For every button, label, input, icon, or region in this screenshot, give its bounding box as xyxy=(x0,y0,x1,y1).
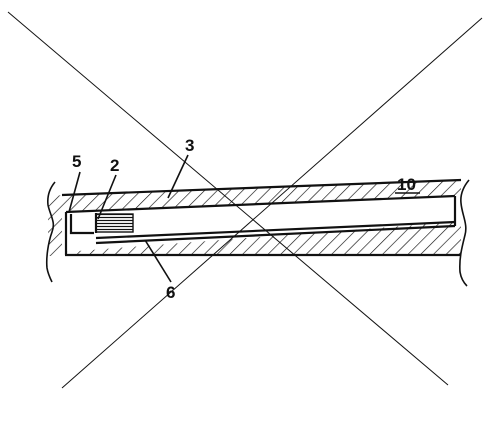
wedge-lower-edge xyxy=(95,224,456,245)
label-10: 10 xyxy=(397,175,416,194)
top-inner-edge xyxy=(65,194,456,214)
leader-6 xyxy=(144,239,172,283)
right-break-line xyxy=(459,179,470,287)
l-bracket xyxy=(69,214,94,235)
left-break-line xyxy=(45,181,56,283)
cross-section-structure xyxy=(45,178,470,287)
leader-3 xyxy=(167,154,189,199)
leader-lines xyxy=(68,154,189,283)
element-2-block xyxy=(95,213,134,233)
leader-5 xyxy=(68,171,81,213)
label-3: 3 xyxy=(185,136,194,155)
label-5: 5 xyxy=(72,152,81,171)
leader-2 xyxy=(97,174,117,220)
top-outer-edge xyxy=(61,178,462,197)
label-2: 2 xyxy=(110,156,119,175)
wedge-upper-edge xyxy=(95,220,456,240)
label-6: 6 xyxy=(166,283,175,302)
top-wall-hatch xyxy=(62,180,461,212)
left-wall-hatch xyxy=(48,195,62,256)
